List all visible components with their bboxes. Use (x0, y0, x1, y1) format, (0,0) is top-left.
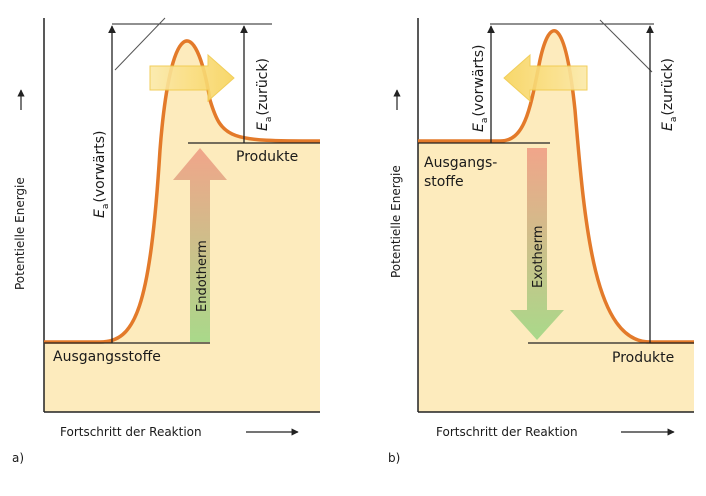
panel-a-x-label: Fortschritt der Reaktion (60, 425, 202, 439)
panel-b: Potentielle Energie Fortschritt der Reak… (388, 18, 694, 465)
panel-b-y-label: Potentielle Energie (389, 165, 403, 278)
panel-a-direction-arrow (149, 53, 235, 103)
panel-b-direction-arrow (503, 53, 588, 103)
panel-b-reactants-label-2: stoffe (424, 174, 464, 190)
panel-b-fill (418, 30, 694, 413)
panel-a-ea-forward-label: Ea(vorwärts) (92, 131, 111, 218)
panel-b-energy-curve (418, 29, 694, 344)
panel-a: Potentielle Energie Fortschritt der Reak… (12, 17, 321, 465)
panel-a-energy-curve (44, 39, 321, 344)
panel-b-diagonal (599, 19, 653, 73)
svg-text:Ea(vorwärts): Ea(vorwärts) (92, 131, 111, 218)
panel-b-x-label: Fortschritt der Reaktion (436, 425, 578, 439)
svg-text:Ea(zurück): Ea(zurück) (255, 58, 274, 131)
panel-a-letter: a) (12, 451, 24, 465)
panel-a-ea-reverse-label: Ea(zurück) (255, 58, 274, 131)
panel-b-letter: b) (388, 451, 400, 465)
panel-a-fill (44, 40, 320, 413)
panel-a-diagonal (114, 17, 166, 71)
panel-a-endotherm-arrow (173, 148, 227, 342)
panel-b-ea-reverse-label: Ea(zurück) (660, 58, 679, 131)
panel-a-products-label: Produkte (236, 149, 298, 165)
svg-text:Ea(vorwärts): Ea(vorwärts) (471, 45, 490, 132)
panel-a-y-label: Potentielle Energie (13, 177, 27, 290)
panel-b-reactants-label-1: Ausgangs- (424, 155, 497, 171)
panel-b-ea-forward-label: Ea(vorwärts) (471, 45, 490, 132)
svg-text:Ea(zurück): Ea(zurück) (660, 58, 679, 131)
panel-b-products-label: Produkte (612, 350, 674, 366)
panel-a-reactants-label: Ausgangsstoffe (53, 349, 161, 365)
panel-a-endotherm-label: Endotherm (195, 240, 210, 312)
panel-b-exotherm-arrow (510, 148, 564, 340)
panel-b-exotherm-label: Exotherm (531, 225, 546, 288)
